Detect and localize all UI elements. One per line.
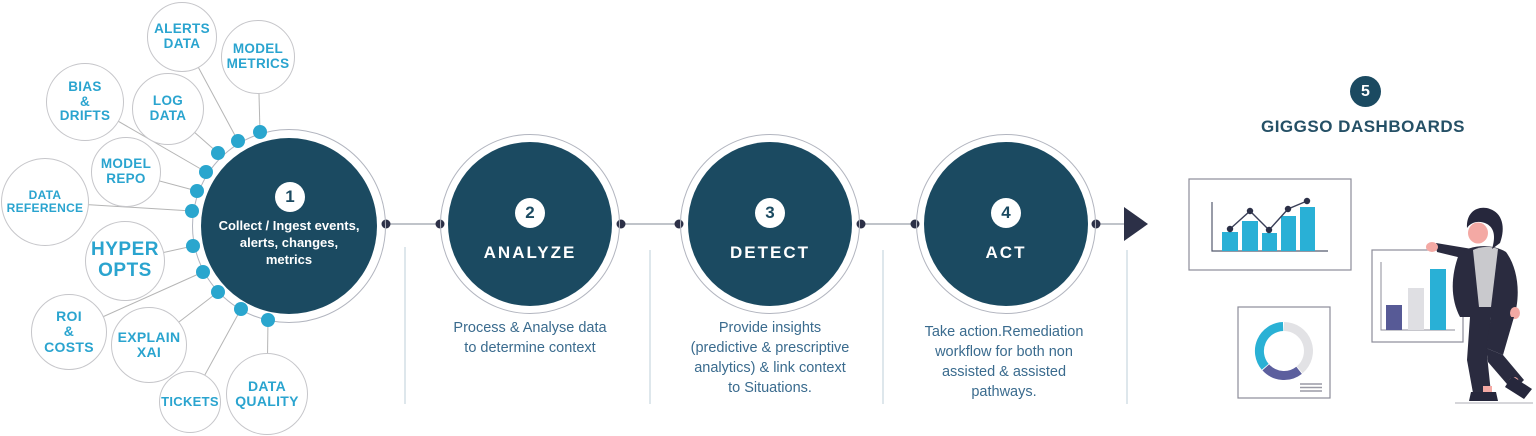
step4-name: ACT bbox=[985, 243, 1027, 262]
donut-chart-card bbox=[1237, 306, 1331, 399]
satellite-bubble-data-quality: DATA QUALITY bbox=[226, 353, 308, 435]
satellite-bubble-tickets: TICKETS bbox=[159, 371, 221, 433]
bar-series bbox=[1222, 207, 1315, 251]
step1-circle bbox=[201, 138, 377, 314]
connector-dot bbox=[231, 134, 245, 148]
step1-label: Collect / Ingest events, alerts, changes… bbox=[218, 218, 360, 267]
satellite-bubble-roi-costs: ROI & COSTS bbox=[31, 294, 107, 370]
connector-dot bbox=[211, 285, 225, 299]
step4-number-badge: 4 bbox=[991, 198, 1021, 228]
legend-lines-icon bbox=[1300, 383, 1322, 392]
step4-description: Take action.Remediation workflow for bot… bbox=[924, 324, 1084, 400]
satellite-bubble-alerts-data: ALERTS DATA bbox=[147, 2, 217, 72]
step2-outer-ring bbox=[440, 134, 620, 314]
connector-dot bbox=[253, 125, 267, 139]
step3-outer-ring bbox=[680, 134, 860, 314]
bar-line-chart-card bbox=[1188, 178, 1352, 271]
satellite-bubble-data-reference: DATA REFERENCE bbox=[1, 158, 89, 246]
connector-dot bbox=[261, 313, 275, 327]
flow-arrow-icon bbox=[1124, 207, 1148, 241]
satellite-bubble-model-repo: MODEL REPO bbox=[91, 137, 161, 207]
satellite-bubble-explain-xai: EXPLAIN XAI bbox=[111, 307, 187, 383]
satellite-bubble-bias-drifts: BIAS & DRIFTS bbox=[46, 63, 124, 141]
connector-dot bbox=[185, 204, 199, 218]
connector-dot bbox=[196, 265, 210, 279]
connector-dot bbox=[190, 184, 204, 198]
connector-dot bbox=[199, 165, 213, 179]
step5-number-badge: 5 bbox=[1350, 76, 1381, 107]
satellite-bubble-log-data: LOG DATA bbox=[132, 73, 204, 145]
step3-name: DETECT bbox=[730, 243, 810, 262]
step2-name: ANALYZE bbox=[483, 243, 577, 262]
step2-description: Process & Analyse data to determine cont… bbox=[453, 320, 607, 356]
satellite-bubble-model-metrics: MODEL METRICS bbox=[221, 20, 295, 94]
step3-number-badge: 3 bbox=[755, 198, 785, 228]
step3-description: Provide insights (predictive & prescript… bbox=[690, 320, 850, 396]
connector-dot bbox=[186, 239, 200, 253]
step2-number-badge: 2 bbox=[515, 198, 545, 228]
step5-label: GIGGSO DASHBOARDS bbox=[1260, 117, 1466, 136]
presenter-illustration bbox=[1371, 207, 1533, 404]
connector-dot bbox=[234, 302, 248, 316]
line-points bbox=[1226, 197, 1311, 234]
connector-dot bbox=[211, 146, 225, 160]
step1-outer-ring bbox=[192, 129, 386, 323]
section-dividers bbox=[404, 247, 1128, 404]
step4-outer-ring bbox=[916, 134, 1096, 314]
satellite-bubble-hyper-opts: HYPER OPTS bbox=[85, 221, 165, 301]
step1-number-badge: 1 bbox=[275, 182, 305, 212]
